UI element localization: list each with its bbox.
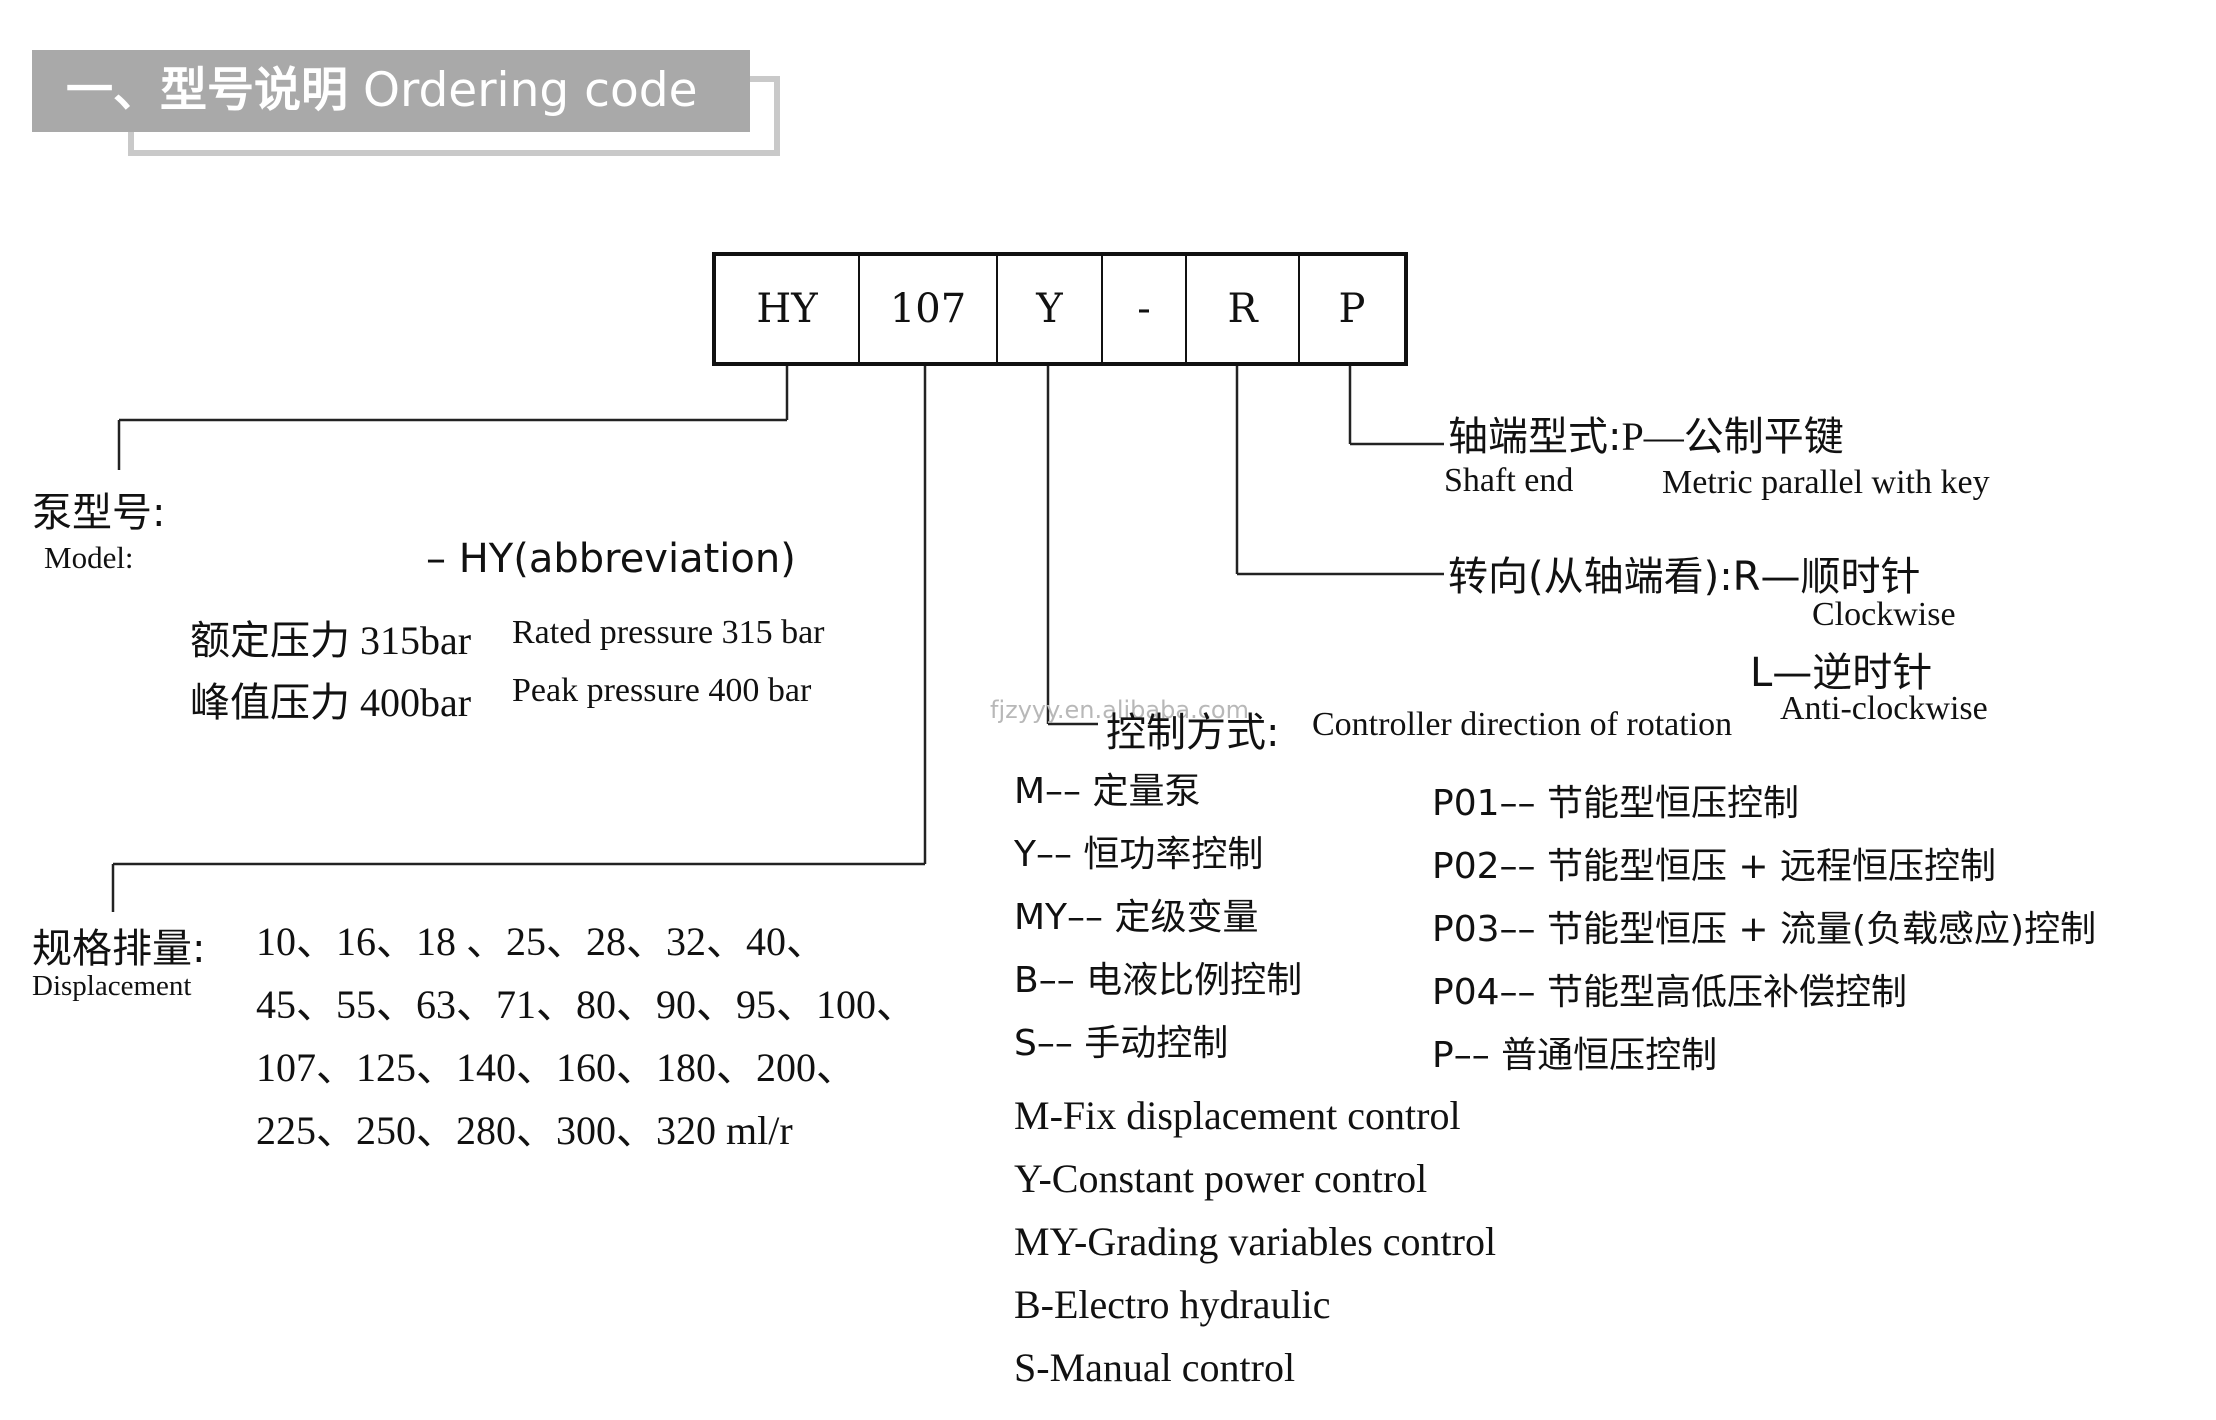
rated-pressure-en: Rated pressure 315 bar (512, 614, 825, 651)
control-option: P04–– 节能型高低压补偿控制 (1432, 972, 1907, 1013)
control-label-cn: 控制方式: (1106, 710, 1280, 756)
model-label-en: Model: (44, 540, 134, 575)
control-english-list: M-Fix displacement control Y-Constant po… (1014, 1084, 1496, 1399)
control-option: B–– 电液比例控制 (1014, 960, 1303, 1001)
shaft-end-value-en: Metric parallel with key (1662, 464, 1990, 501)
displacement-line: 10、16、18 、25、28、32、40、 (256, 919, 826, 964)
rotation-ccw-cn: L—逆时针 (1750, 650, 1933, 696)
rotation-clockwise-en: Clockwise (1812, 596, 1956, 633)
control-right-list: P01–– 节能型恒压控制 P02–– 节能型恒压 + 远程恒压控制 P03––… (1432, 772, 2096, 1087)
shaft-end-label-en: Shaft end (1444, 462, 1574, 499)
model-label-cn: 泵型号: (32, 490, 166, 536)
watermark-text: fjzyyy.en.alibaba.com (990, 696, 1249, 724)
header-title-en: Ordering code (362, 63, 698, 118)
code-box-rotation: R (1187, 256, 1300, 362)
control-option: P01–– 节能型恒压控制 (1432, 783, 1799, 824)
displacement-values: 10、16、18 、25、28、32、40、 45、55、63、71、80、90… (256, 910, 916, 1162)
shaft-end-label-cn: 轴端型式: (1448, 414, 1622, 460)
header-title-cn: 一、型号说明 (66, 63, 348, 118)
control-option: MY–– 定级变量 (1014, 897, 1259, 938)
control-option: P–– 普通恒压控制 (1432, 1035, 1718, 1076)
rotation-ccw-en: Anti-clockwise (1780, 690, 1988, 727)
control-option-en: B-Electro hydraulic (1014, 1282, 1331, 1327)
displacement-label-cn: 规格排量: (32, 926, 206, 972)
rotation-label-cn: 转向(从轴端看):R—顺时针 (1448, 554, 1921, 600)
displacement-label-en: Displacement (32, 970, 192, 1002)
displacement-line: 225、250、280、300、320 ml/r (256, 1108, 793, 1153)
ordering-code-row: HY 107 Y - R P (712, 252, 1408, 366)
code-box-shaft: P (1338, 286, 1366, 332)
shaft-end-value-cn: P—公制平键 (1621, 414, 1844, 459)
control-label-en: Controller direction of rotation (1312, 706, 1733, 743)
peak-pressure-en: Peak pressure 400 bar (512, 672, 812, 709)
control-left-list: M–– 定量泵 Y–– 恒功率控制 MY–– 定级变量 B–– 电液比例控制 S… (1014, 760, 1302, 1075)
control-option: P02–– 节能型恒压 + 远程恒压控制 (1432, 846, 1997, 887)
control-option-en: Y-Constant power control (1014, 1156, 1428, 1201)
control-option-en: S-Manual control (1014, 1345, 1296, 1390)
code-box-series: HY (716, 256, 860, 362)
displacement-line: 107、125、140、160、180、200、 (256, 1045, 856, 1090)
shaft-end-line-cn: 轴端型式:P—公制平键 (1448, 404, 1844, 462)
displacement-line: 45、55、63、71、80、90、95、100、 (256, 982, 916, 1027)
control-option: S–– 手动控制 (1014, 1023, 1229, 1064)
rated-pressure-cn: 额定压力 315bar (190, 618, 472, 663)
control-option-en: MY-Grading variables control (1014, 1219, 1497, 1264)
peak-pressure-cn: 峰值压力 400bar (190, 680, 472, 725)
code-box-dash: - (1103, 256, 1187, 362)
code-box-control: Y (998, 256, 1103, 362)
control-option: Y–– 恒功率控制 (1014, 834, 1264, 875)
control-option-en: M-Fix displacement control (1014, 1093, 1461, 1138)
model-abbreviation: – HY(abbreviation) (426, 536, 796, 582)
control-option: M–– 定量泵 (1014, 771, 1201, 812)
control-option: P03–– 节能型恒压 + 流量(负载感应)控制 (1432, 909, 2097, 950)
code-box-displacement: 107 (860, 256, 998, 362)
header-banner: 一、型号说明 Ordering code (32, 50, 750, 132)
